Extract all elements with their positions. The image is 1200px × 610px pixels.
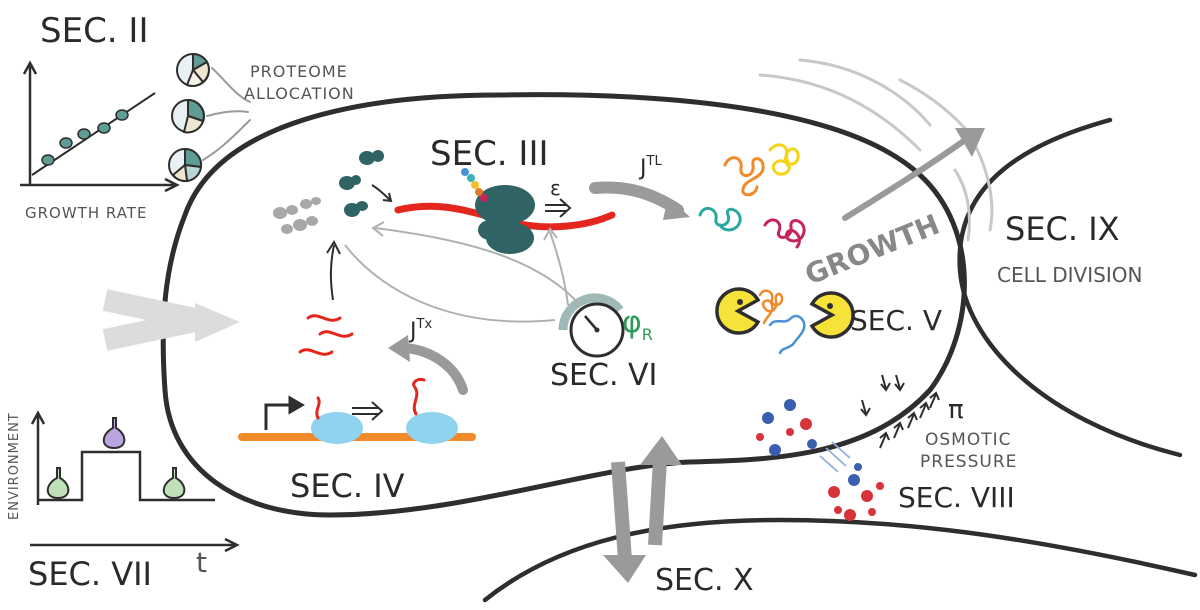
folded-proteins: [698, 143, 806, 249]
nascent-mrna: [315, 378, 426, 420]
main-cell-outline: [160, 92, 967, 518]
sec7-label: SEC. VII: [28, 555, 152, 593]
pi-label: π: [948, 395, 964, 425]
osmotic-pressure-arrows: [860, 374, 940, 449]
osmotic-label-line1: OSMOTIC: [925, 430, 1012, 450]
environment-axis-label: ENVIRONMENT: [7, 412, 22, 520]
proteome-label-line2: ALLOCATION: [244, 84, 355, 103]
elongation-arrow: [545, 198, 572, 218]
proteome-pie-charts: [168, 52, 210, 183]
free-ribosomes-teal: [339, 150, 384, 217]
sec9-label: SEC. IX: [1005, 210, 1120, 248]
ribosome-translating: [475, 185, 535, 254]
pie-chart-1: [176, 52, 210, 87]
ion-flux-arrows: [819, 441, 851, 473]
transcription-direction-arrow: [352, 401, 384, 421]
exchange-arrows: [603, 436, 682, 583]
growth-rate-plot: [20, 60, 180, 193]
growth-rate-label: GROWTH RATE: [25, 204, 147, 222]
sec5-label: SEC. V: [850, 304, 942, 337]
growth-motion-lines: [758, 58, 994, 242]
sec4-label: SEC. IV: [290, 467, 405, 505]
mrna-to-ribosome-arrow: [329, 244, 335, 301]
free-ribosomes-gray: [273, 197, 321, 234]
proteome-connector-lines: [202, 67, 251, 161]
assembly-arrow: [371, 184, 391, 201]
osmotic-label-line2: PRESSURE: [920, 452, 1017, 472]
ribosomal-allocation-dial: [558, 293, 625, 358]
jtl-arrow: [589, 181, 684, 216]
sec6-label: SEC. VI: [550, 358, 657, 393]
growth-label: GROWTH: [800, 208, 944, 292]
growth-arrow: [842, 128, 985, 221]
pacman-right: [809, 291, 855, 339]
sec3-label: SEC. III: [430, 134, 549, 174]
environment-plot: [30, 410, 240, 553]
jtl-label: JTL: [638, 154, 662, 181]
neighbor-cell-outline: [957, 117, 1183, 458]
jtx-label: JTx: [408, 317, 432, 344]
time-axis-label: t: [196, 546, 207, 579]
lower-cell-outline: [482, 517, 1198, 603]
cell-division-label: CELL DIVISION: [997, 263, 1142, 287]
pie-chart-3: [168, 147, 203, 183]
environment-flasks: [46, 417, 186, 500]
nascent-peptide: [461, 168, 488, 202]
pacman-left: [715, 287, 761, 335]
sec2-label: SEC. II: [40, 11, 148, 51]
epsilon-label: ε: [550, 176, 561, 200]
degraded-proteins: [758, 289, 806, 355]
ions-outside: [828, 463, 884, 521]
ions-inside: [756, 399, 817, 456]
sec8-label: SEC. VIII: [898, 481, 1015, 514]
free-mrnas: [298, 314, 354, 356]
pie-chart-2: [171, 98, 205, 134]
proteome-label-line1: PROTEOME: [250, 62, 348, 81]
jtx-arrow: [388, 335, 468, 395]
rna-polymerases: [311, 412, 458, 444]
promoter-arrow: [264, 395, 305, 430]
phi-r-label: φR: [622, 305, 653, 344]
sec10-label: SEC. X: [655, 563, 754, 598]
nutrient-import-arrow: [102, 289, 240, 351]
regulation-feedback-lines: [344, 221, 581, 323]
